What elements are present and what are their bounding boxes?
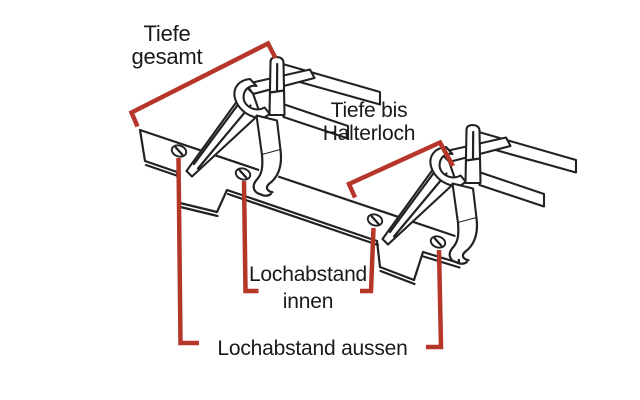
leader-outer-right-hole xyxy=(426,249,444,350)
label-innen-line2: innen xyxy=(282,290,334,313)
label-lochabstand-aussen: Lochabstand aussen xyxy=(210,337,415,361)
screw-slot xyxy=(370,215,380,225)
spring-clip-right xyxy=(381,123,578,265)
screw-hole-inner-right xyxy=(366,213,384,227)
label-tiefe-bis-line1: Tiefe bis xyxy=(330,99,408,122)
screw-slot xyxy=(174,146,184,156)
label-tiefe-gesamt-line1: Tiefe xyxy=(143,21,191,46)
label-tiefe-gesamt-line2: gesamt xyxy=(131,44,203,69)
screw-hole-outer-right xyxy=(429,235,447,249)
screw-hole-outer-left xyxy=(170,144,188,158)
label-lochabstand-innen: Lochabstand innen xyxy=(238,261,378,315)
dimension-tiefe-bis-halterloch xyxy=(346,139,455,199)
label-tiefe-bis-halterloch: Tiefe bis Halterloch xyxy=(306,99,432,145)
label-aussen-text: Lochabstand aussen xyxy=(217,337,408,360)
screw-holes xyxy=(170,144,447,249)
screw-slot xyxy=(238,169,248,179)
dimension-tiefe-gesamt xyxy=(128,40,278,128)
leader-inner-left-hole xyxy=(241,180,259,294)
label-tiefe-gesamt: Tiefe gesamt xyxy=(102,22,232,68)
leader-outer-left-hole xyxy=(176,157,199,346)
label-innen-line1: Lochabstand xyxy=(248,263,368,286)
label-tiefe-bis-line2: Halterloch xyxy=(322,122,416,145)
dimension-lines xyxy=(128,40,455,350)
screw-slot xyxy=(433,237,443,247)
leader-inner-right-hole xyxy=(360,227,376,294)
screw-hole-inner-left xyxy=(234,167,252,181)
